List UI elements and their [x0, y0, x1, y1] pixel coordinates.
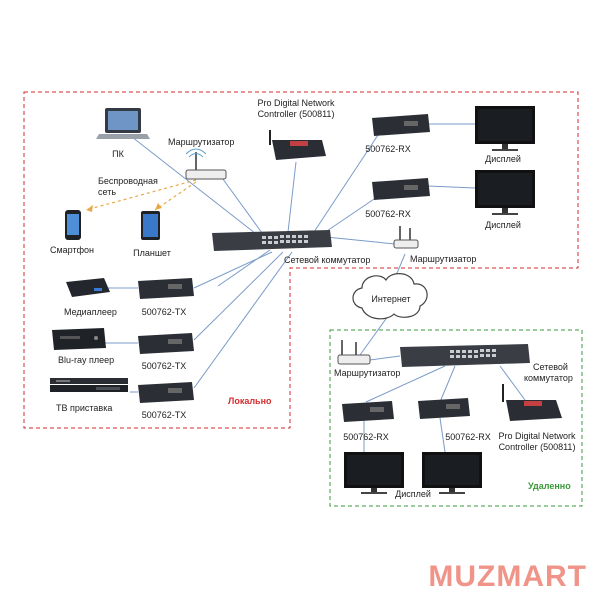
- receiver-top2-icon: [372, 178, 430, 200]
- router-top-label: Маршрутизатор: [168, 137, 234, 147]
- controller-remote-label-line1: Pro Digital Network: [498, 431, 576, 441]
- tx1-label: 500762-TX: [142, 307, 187, 317]
- display-top1-icon: [475, 106, 535, 151]
- cloud-icon: [352, 273, 428, 320]
- transmitter-2-icon: [138, 333, 194, 354]
- controller-remote-icon: [502, 384, 562, 421]
- transmitter-3-icon: [138, 382, 194, 403]
- display-remote-label: Дисплей: [395, 489, 431, 499]
- display-top2-icon: [475, 170, 535, 215]
- controller-local-label-line1: Pro Digital Network: [257, 98, 335, 108]
- controller-local-icon: [269, 130, 326, 160]
- media-player-label: Медиаплеер: [64, 307, 117, 317]
- transmitter-1-icon: [138, 278, 194, 299]
- controller-remote-label-line2: Controller (500811): [499, 442, 576, 452]
- receiver-remote2-icon: [418, 398, 470, 419]
- tv-box-icon: [50, 378, 128, 392]
- smartphone-icon: [65, 210, 81, 240]
- controller-local-label-line2: Controller (500811): [258, 109, 335, 119]
- tx2-label: 500762-TX: [142, 361, 187, 371]
- receiver-top1-icon: [372, 114, 430, 136]
- zone-remote-label: Удаленно: [528, 481, 571, 491]
- router-local-right-icon: [393, 226, 419, 249]
- local-zone-border: [23, 91, 579, 429]
- tx3-label: 500762-TX: [142, 410, 187, 420]
- bluray-label: Blu-ray плеер: [58, 355, 114, 365]
- router-top-icon: [185, 148, 227, 180]
- pc-label: ПК: [112, 149, 124, 159]
- remote-zone-border: [329, 329, 583, 507]
- rx-remote1-label: 500762-RX: [343, 432, 389, 442]
- switch-remote-label-line1: Сетевой: [533, 362, 568, 372]
- rx-top2-label: 500762-RX: [365, 209, 411, 219]
- zone-local-label: Локально: [228, 396, 272, 406]
- switch-remote-label-line2: коммутатор: [524, 373, 573, 383]
- switch-local-label: Сетевой коммутатор: [284, 255, 370, 265]
- internet-label: Интернет: [371, 294, 410, 304]
- media-player-icon: [66, 278, 110, 297]
- router-remote-label: Маршрутизатор: [334, 368, 400, 378]
- connections: [104, 123, 526, 453]
- tablet-label: Планшет: [133, 248, 171, 258]
- switch-remote-icon: [400, 344, 530, 367]
- router-remote-icon: [337, 340, 371, 365]
- display-remote1-icon: [344, 452, 404, 494]
- rx-top1-label: 500762-RX: [365, 144, 411, 154]
- wireless-label-line1: Беспроводная: [98, 176, 158, 186]
- tablet-icon: [141, 211, 160, 240]
- receiver-remote1-icon: [342, 401, 394, 422]
- wireless-label-line2: сеть: [98, 187, 116, 197]
- router-local-right-label: Маршрутизатор: [410, 254, 476, 264]
- switch-local-icon: [212, 230, 332, 251]
- laptop-icon: [96, 108, 150, 139]
- tvbox-label: ТВ приставка: [56, 403, 112, 413]
- rx-remote2-label: 500762-RX: [445, 432, 491, 442]
- display-top2-label: Дисплей: [485, 220, 521, 230]
- bluray-player-icon: [52, 328, 106, 350]
- wireless-links: [85, 179, 197, 212]
- display-top1-label: Дисплей: [485, 154, 521, 164]
- brand-logo: MUZMART: [428, 560, 587, 593]
- display-remote2-icon: [422, 452, 482, 494]
- smartphone-label: Смартфон: [50, 245, 94, 255]
